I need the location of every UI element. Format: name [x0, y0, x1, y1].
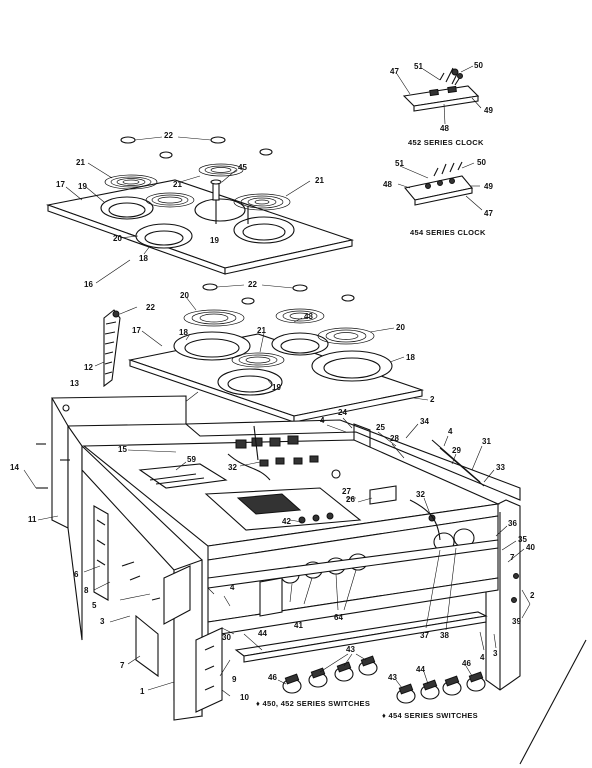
- clock-454-assembly: [397, 161, 483, 211]
- callout-4c: 4: [230, 583, 235, 592]
- callout-13-top2: 13: [70, 379, 79, 388]
- callout-42: 42: [282, 517, 291, 526]
- switches-454: [395, 665, 486, 704]
- callout-4d: 4: [480, 653, 485, 662]
- callout-43-sw: 43: [346, 645, 355, 654]
- callout-50: 50: [474, 61, 483, 70]
- callout-6: 6: [74, 570, 79, 579]
- callout-47: 47: [390, 67, 399, 76]
- callout-4b: 4: [448, 427, 453, 436]
- callout-21c-top1: 21: [315, 176, 324, 185]
- callout-20a-top2: 20: [180, 291, 189, 300]
- callout-22b-top2: 22: [146, 303, 155, 312]
- callout-32a: 32: [228, 463, 237, 472]
- callout-51: 51: [414, 62, 423, 71]
- callout-49: 49: [484, 106, 493, 115]
- callout-59: 59: [187, 455, 196, 464]
- callout-21b-top1: 21: [173, 180, 182, 189]
- callout-36: 36: [508, 519, 517, 528]
- callout-16-top1: 16: [84, 280, 93, 289]
- callout-22-top1: 22: [164, 131, 173, 140]
- callout-38: 38: [440, 631, 449, 640]
- callout-45-top1: 45: [238, 163, 247, 172]
- callout-17-top1: 17: [56, 180, 65, 189]
- callout-47b: 47: [484, 209, 493, 218]
- callout-32b: 32: [416, 490, 425, 499]
- callout-34: 34: [420, 417, 429, 426]
- callout-8: 8: [84, 586, 89, 595]
- callout-19-top2: 19: [272, 383, 281, 392]
- range-body: [23, 395, 531, 721]
- callout-21a-top1: 21: [76, 158, 85, 167]
- callout-39: 39: [512, 617, 521, 626]
- callout-11: 11: [28, 515, 37, 524]
- callout-43b-sw: 43: [388, 673, 397, 682]
- callout-10: 10: [240, 693, 249, 702]
- cooktop-lower: [94, 283, 429, 423]
- callout-18b-top2: 18: [406, 353, 415, 362]
- callout-29: 29: [452, 446, 461, 455]
- callout-5: 5: [92, 601, 97, 610]
- callout-3b: 3: [493, 649, 498, 658]
- callout-2: 2: [530, 591, 535, 600]
- callout-1: 1: [140, 687, 145, 696]
- callout-20-top1: 20: [113, 234, 122, 243]
- callout-44b-sw: 44: [416, 665, 425, 674]
- callout-14: 14: [10, 463, 19, 472]
- callout-49b: 49: [484, 182, 493, 191]
- cooktop-upper: [45, 136, 355, 284]
- callout-2-top2: 2: [430, 395, 435, 404]
- callout-37: 37: [420, 631, 429, 640]
- callout-48: 48: [440, 124, 449, 133]
- callout-18-top1: 18: [139, 254, 148, 263]
- callout-22a-top2: 22: [248, 280, 257, 289]
- callout-21-top2: 21: [257, 326, 266, 335]
- callout-51b: 51: [395, 159, 404, 168]
- callout-7b: 7: [120, 661, 125, 670]
- callout-9: 9: [232, 675, 237, 684]
- callout-24: 24: [338, 408, 347, 417]
- caption-450-452-series-switches: ♦ 450, 452 SERIES SWITCHES: [256, 699, 370, 708]
- switches-450-452: [277, 653, 378, 694]
- callout-64: 64: [334, 613, 343, 622]
- callout-19b-top1: 19: [210, 236, 219, 245]
- callout-15: 15: [118, 445, 127, 454]
- callout-43-top2: 43: [304, 312, 313, 321]
- callout-20b-top2: 20: [396, 323, 405, 332]
- callout-3a: 3: [100, 617, 105, 626]
- callout-44: 44: [258, 629, 267, 638]
- callout-35: 35: [518, 535, 527, 544]
- callout-12-top2: 12: [84, 363, 93, 372]
- callout-46b-sw: 46: [462, 659, 471, 668]
- callout-48b: 48: [383, 180, 392, 189]
- callout-17-top2: 17: [132, 326, 141, 335]
- clock-452-assembly: [396, 65, 482, 125]
- callout-40: 40: [526, 543, 535, 552]
- caption-452-series-clock: 452 SERIES CLOCK: [408, 138, 484, 147]
- caption-454-series-clock: 454 SERIES CLOCK: [410, 228, 486, 237]
- callout-31: 31: [482, 437, 491, 446]
- caption-454-series-switches: ♦ 454 SERIES SWITCHES: [382, 711, 478, 720]
- callout-41: 41: [294, 621, 303, 630]
- callout-30: 30: [222, 633, 231, 642]
- callout-28: 28: [390, 434, 399, 443]
- callout-25: 25: [376, 423, 385, 432]
- callout-26: 26: [346, 495, 355, 504]
- callout-27: 27: [342, 487, 351, 496]
- callout-19a-top1: 19: [78, 182, 87, 191]
- callout-50b: 50: [477, 158, 486, 167]
- callout-7a: 7: [510, 553, 515, 562]
- callout-18a-top2: 18: [179, 328, 188, 337]
- callout-4a: 4: [320, 416, 325, 425]
- callout-33: 33: [496, 463, 505, 472]
- border-line: [519, 639, 587, 765]
- callout-46-sw: 46: [268, 673, 277, 682]
